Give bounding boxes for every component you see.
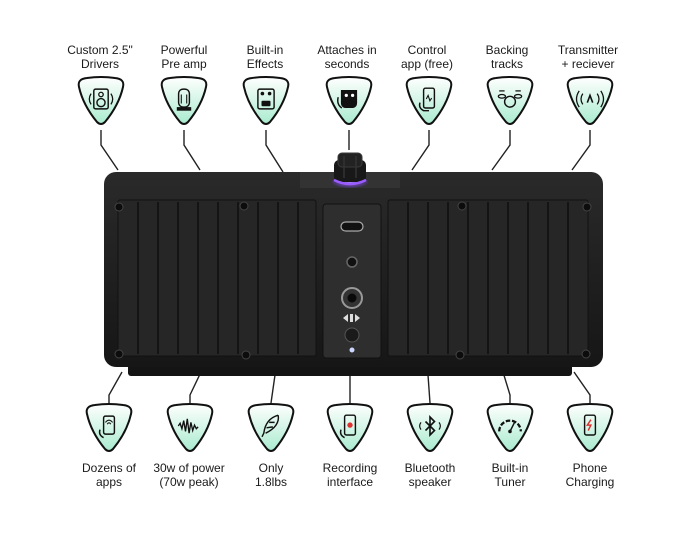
- bottom-pick-3: [326, 403, 374, 452]
- feature-label-charging: Phone Charging: [565, 461, 615, 489]
- feature-label-effects: Built-in Effects: [246, 43, 284, 71]
- soundwave-icon: [177, 418, 199, 434]
- feature-label-drivers: Custom 2.5" Drivers: [67, 43, 133, 71]
- pick-shape: [242, 76, 290, 125]
- top-pick-3: [325, 76, 373, 125]
- top-pick-1: [160, 76, 208, 125]
- bottom-pick-6: [566, 403, 614, 452]
- bottom-pick-2: [247, 403, 295, 452]
- bottom-pick-1: [166, 403, 214, 452]
- top-pick-0: [77, 76, 125, 125]
- bluetooth-icon: [419, 415, 441, 437]
- feature-label-apps: Dozens of apps: [81, 461, 137, 489]
- effects-pedal-icon: [257, 88, 275, 110]
- feature-label-transmitter: Transmitter + reciever: [557, 43, 619, 71]
- status-led: [349, 347, 355, 353]
- top-pick-4: [405, 76, 453, 125]
- pick-shape: [85, 403, 133, 452]
- headphone-jack: [346, 256, 358, 268]
- feature-label-weight: Only 1.8lbs: [254, 461, 288, 489]
- panel-button: [344, 327, 360, 343]
- feature-label-recording: Recording interface: [322, 461, 378, 489]
- feature-label-tuner: Built-in Tuner: [491, 461, 529, 489]
- phone-charging-icon: [583, 414, 597, 436]
- feature-label-attaches: Attaches in seconds: [317, 43, 377, 71]
- feature-label-control-app: Control app (free): [400, 43, 454, 71]
- top-knob: [332, 152, 368, 188]
- feature-label-backing-tracks: Backing tracks: [485, 43, 529, 71]
- pick-shape: [486, 403, 534, 452]
- top-feature-picks: [77, 76, 614, 125]
- phone-record-icon: [339, 414, 357, 439]
- bottom-feature-picks: [85, 403, 614, 452]
- usb-c-port: [340, 221, 364, 232]
- bottom-pick-5: [486, 403, 534, 452]
- feature-label-bluetooth: Bluetooth speaker: [404, 461, 456, 489]
- top-pick-2: [242, 76, 290, 125]
- io-panel-symbol: [343, 314, 360, 322]
- pick-shape: [486, 76, 534, 125]
- top-leader-lines: [100, 130, 591, 173]
- bottom-pick-4: [406, 403, 454, 452]
- feather-icon: [261, 414, 280, 438]
- vacuum-tube-icon: [176, 88, 192, 111]
- pick-shape: [566, 76, 614, 125]
- pick-shape: [77, 76, 125, 125]
- phone-wireless-icon: [98, 415, 116, 439]
- bottom-pick-0: [85, 403, 133, 452]
- pick-shape: [160, 76, 208, 125]
- amplifier-device: [104, 152, 603, 376]
- phone-app-icon: [418, 87, 436, 112]
- speaker-driver-icon: [88, 88, 114, 110]
- io-panel: [322, 203, 382, 359]
- bottom-leader-lines: [108, 371, 591, 404]
- tuner-gauge-icon: [498, 419, 522, 434]
- feature-label-power: 30w of power (70w peak): [153, 461, 225, 489]
- top-pick-6: [566, 76, 614, 125]
- pick-shape: [405, 76, 453, 125]
- hand-grip-icon: [337, 90, 358, 109]
- drum-kit-icon: [497, 90, 523, 108]
- wireless-signal-icon: [575, 90, 605, 108]
- top-pick-5: [486, 76, 534, 125]
- feature-label-preamp: Powerful Pre amp: [160, 43, 208, 71]
- device-screws: [114, 201, 592, 360]
